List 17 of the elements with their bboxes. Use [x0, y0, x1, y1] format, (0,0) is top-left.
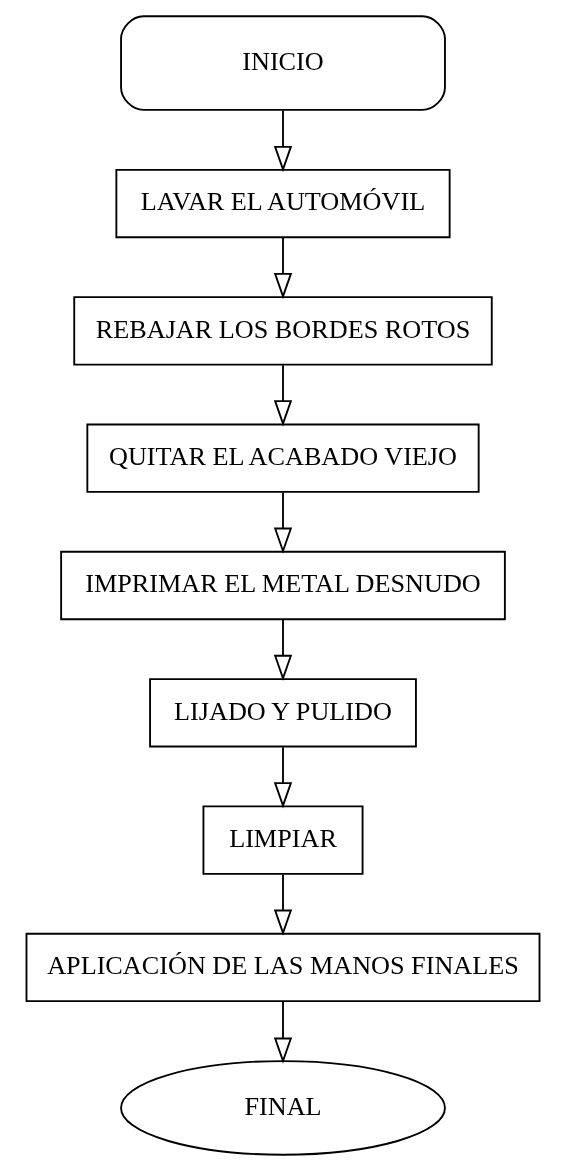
node-box: LIJADO Y PULIDO [148, 678, 417, 748]
arrow [273, 491, 292, 554]
node-box: APLICACIÓN DE LAS MANOS FINALES [25, 932, 540, 1003]
node-ellipse: FINAL [119, 1060, 446, 1156]
arrow [273, 618, 292, 682]
node-box: LAVAR EL AUTOMÓVIL [114, 168, 451, 239]
node-box: REBAJAR LOS BORDES ROTOS [72, 296, 493, 366]
node-box: INICIO [119, 15, 446, 111]
node-box: QUITAR EL ACABADO VIEJO [85, 423, 480, 493]
arrow [273, 236, 292, 300]
node-box: IMPRIMAR EL METAL DESNUDO [59, 550, 506, 621]
arrow [273, 1000, 292, 1064]
node-box: LIMPIAR [202, 805, 363, 875]
arrow [273, 364, 292, 427]
arrow [273, 873, 292, 936]
arrow [273, 109, 292, 173]
arrow [273, 746, 292, 809]
